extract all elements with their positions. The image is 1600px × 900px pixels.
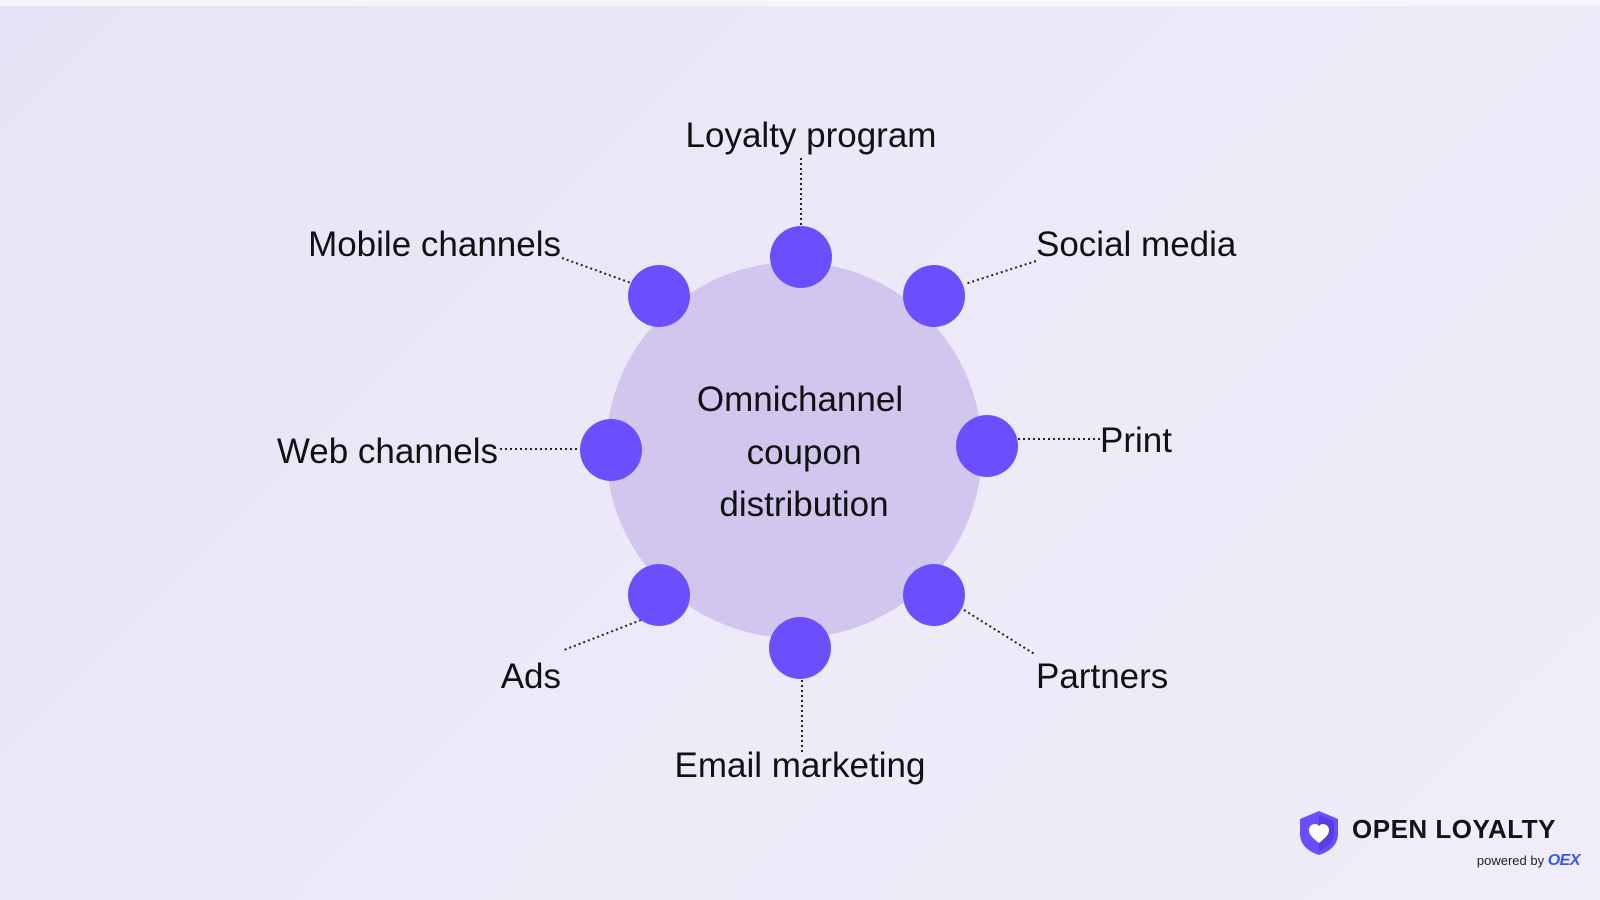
brand-name: OPEN LOYALTY bbox=[1352, 814, 1556, 844]
label-social-media: Social media bbox=[1036, 225, 1237, 264]
label-web-channels: Web channels bbox=[277, 432, 498, 471]
label-print: Print bbox=[1100, 421, 1172, 460]
connector-ads bbox=[563, 619, 642, 651]
connector-social bbox=[964, 260, 1037, 285]
node-partners bbox=[903, 564, 965, 626]
connector-mobile bbox=[561, 257, 632, 284]
brand-logo: OPEN LOYALTY powered by OEX bbox=[1298, 808, 1582, 878]
top-edge bbox=[0, 0, 1600, 6]
channel-nodes bbox=[580, 226, 1018, 679]
connectors bbox=[500, 158, 1100, 752]
node-print bbox=[956, 415, 1018, 477]
powered-by-line: powered by OEX bbox=[1476, 852, 1581, 870]
node-social bbox=[903, 265, 965, 327]
partner-logo-text: OEX bbox=[1547, 852, 1581, 869]
label-ads: Ads bbox=[501, 657, 561, 696]
hub-label-line-1: Omnichannel bbox=[697, 380, 903, 419]
node-mobile bbox=[628, 265, 690, 327]
hub-label-line-2: coupon bbox=[747, 433, 862, 472]
powered-by-text: powered by bbox=[1476, 853, 1545, 868]
node-email bbox=[769, 617, 831, 679]
label-loyalty-program: Loyalty program bbox=[686, 116, 937, 155]
node-web bbox=[580, 419, 642, 481]
connector-partners bbox=[963, 609, 1037, 656]
shield-heart-icon bbox=[1300, 811, 1338, 855]
hub-label-line-3: distribution bbox=[719, 485, 888, 524]
hub-circle bbox=[606, 262, 982, 638]
label-partners: Partners bbox=[1036, 657, 1168, 696]
node-ads bbox=[628, 564, 690, 626]
node-loyalty bbox=[770, 226, 832, 288]
label-email-marketing: Email marketing bbox=[675, 746, 926, 785]
label-mobile-channels: Mobile channels bbox=[308, 225, 561, 264]
